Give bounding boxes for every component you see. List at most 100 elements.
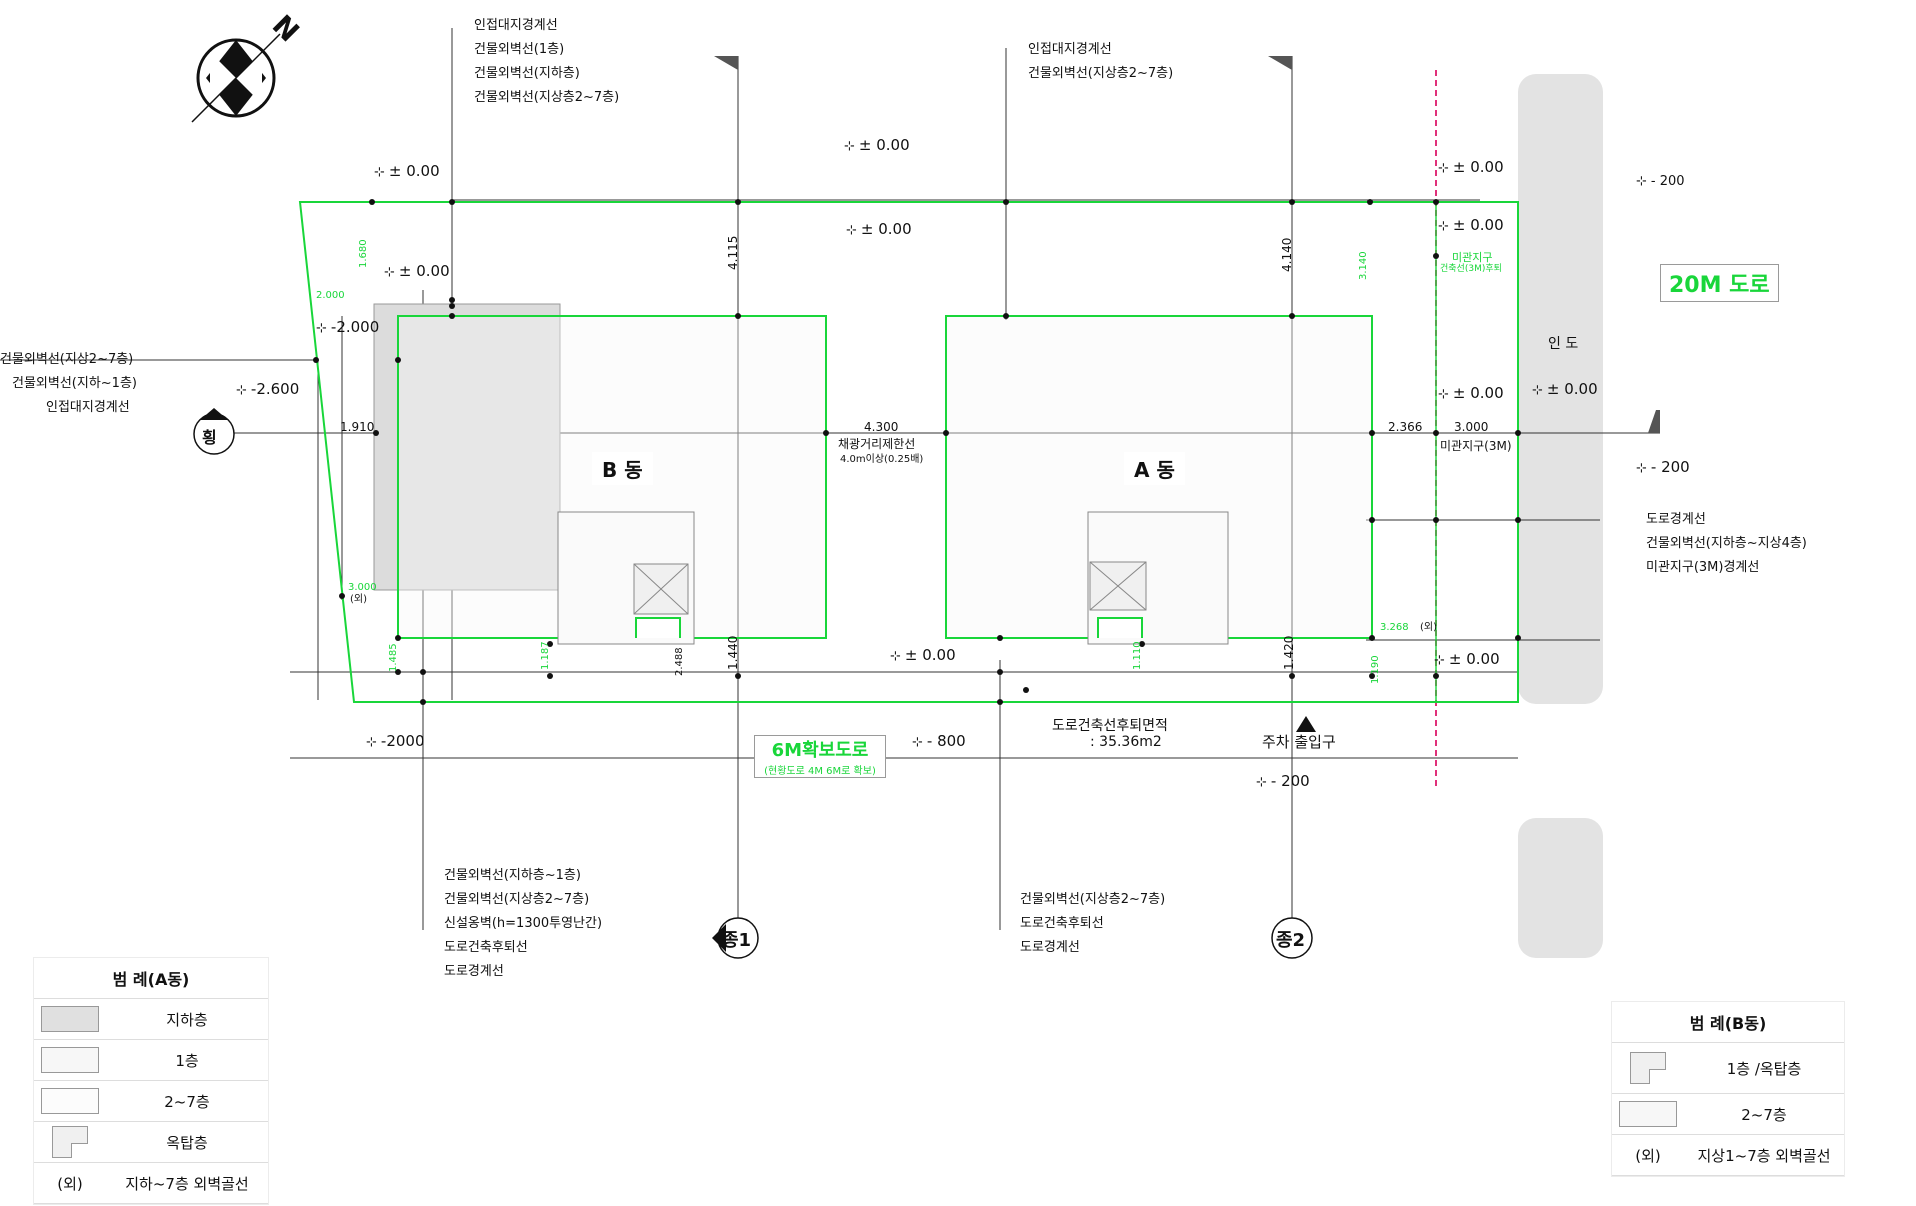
elevation-m2600: ⊹-2.600 <box>236 380 300 398</box>
building-b-notch <box>635 617 681 638</box>
legend-b-outline-key: (외) <box>1612 1134 1684 1176</box>
elevation-10: ⊹± 0.00 <box>1434 650 1500 668</box>
dim-green-bottom-right: 3.268 <box>1380 622 1409 633</box>
note-right-1: 도로경계선 <box>1646 512 1706 527</box>
elevation-m200a: ⊹- 200 <box>1636 174 1685 189</box>
dim-green-1485: 1.485 <box>388 643 399 672</box>
dim-4140: 4.140 <box>1280 237 1294 272</box>
elevation-m2000a: ⊹-2.000 <box>316 318 380 336</box>
road-6m-label: 6M확보도로 (현황도로 4M 6M로 확보) <box>754 735 886 778</box>
note-top-left-2: 건물외벽선(1층) <box>474 42 565 57</box>
swatch-upper-floors <box>41 1088 99 1114</box>
building-a-label: A 동 <box>1124 452 1185 485</box>
separation-line-sub: 4.0m이상(0.25배) <box>840 454 924 465</box>
note-bottom-center-2: 도로건축후퇴선 <box>1020 916 1104 931</box>
note-right-2: 건물외벽선(지하층~지상4층) <box>1646 536 1807 551</box>
note-bottom-center-1: 건물외벽선(지상층2~7층) <box>1020 892 1166 907</box>
legend-a-title: 범 례(A동) <box>34 958 268 999</box>
section-flag-2 <box>1268 56 1292 70</box>
elevation-5: ⊹± 0.00 <box>1438 158 1504 176</box>
dim-green-3140: 3.140 <box>1358 251 1369 280</box>
setback-area-title: 도로건축선후퇴면적 <box>1052 718 1168 734</box>
swatch-basement <box>41 1006 99 1032</box>
road-6m-sub: (현황도로 4M 6M로 확보) <box>764 766 876 777</box>
dim-3000: 3.000 <box>1454 420 1489 434</box>
note-left-2: 건물외벽선(지하~1층) <box>12 376 137 391</box>
note-left-1: 건물외벽선(지상2~7층) <box>0 352 134 367</box>
dim-4115: 4.115 <box>726 235 740 270</box>
survey-points <box>313 199 1521 705</box>
dim-green-1680: 1.680 <box>358 239 369 268</box>
section-marker-w <box>193 408 235 455</box>
dim-4300: 4.300 <box>864 420 899 434</box>
legend-a-outline-key: (외) <box>34 1162 106 1204</box>
swatch-penthouse <box>52 1126 88 1158</box>
building-b-basement <box>373 303 561 591</box>
legend-a: 범 례(A동) 지하층 1층 2~7층 옥탑층 (외)지하~7층 외벽골선 <box>34 958 268 1204</box>
road-20m-label: 20M 도로 <box>1660 264 1779 302</box>
legend-a-row-3: 2~7층 <box>106 1080 268 1122</box>
note-bottom-left-2: 건물외벽선(지상층2~7층) <box>444 892 590 907</box>
dim-green-1190: 1.190 <box>1370 655 1381 684</box>
north-arrow-icon <box>191 33 281 123</box>
setback-area-value: : 35.36m2 <box>1090 734 1162 750</box>
note-top-left-4: 건물외벽선(지상층2~7층) <box>474 90 620 105</box>
elevation-4: ⊹± 0.00 <box>846 220 912 238</box>
elevation-m200c: ⊹- 200 <box>1256 772 1310 790</box>
dim-1420: 1.420 <box>1282 635 1296 670</box>
legend-a-row-4: 옥탑층 <box>106 1121 268 1163</box>
dim-green-2000: 2.000 <box>316 290 345 301</box>
elevation-2: ⊹± 0.00 <box>384 262 450 280</box>
elevation-8: ⊹± 0.00 <box>1532 380 1598 398</box>
elevation-1: ⊹± 0.00 <box>374 162 440 180</box>
note-bottom-left-5: 도로경계선 <box>444 964 504 979</box>
elevation-6: ⊹± 0.00 <box>1438 216 1504 234</box>
elevation-m200b: ⊹- 200 <box>1636 458 1690 476</box>
elevation-7: ⊹± 0.00 <box>1438 384 1504 402</box>
dim-green-1110: 1.110 <box>1132 641 1143 670</box>
note-bottom-left-4: 도로건축후퇴선 <box>444 940 528 955</box>
outline-key-2: (외) <box>1420 622 1438 633</box>
section-marker-2 <box>1271 917 1313 959</box>
legend-a-row-1: 지하층 <box>106 998 268 1040</box>
elevation-9: ⊹± 0.00 <box>890 646 956 664</box>
building-b-label: B 동 <box>592 452 653 485</box>
note-top-center-1: 인접대지경계선 <box>1028 42 1112 57</box>
dim-2488: 2.488 <box>674 647 685 676</box>
sidewalk-label: 인 도 <box>1548 336 1579 352</box>
legend-a-outline-label: 지하~7층 외벽골선 <box>106 1162 268 1204</box>
road-6m-title: 6M확보도로 <box>771 740 869 761</box>
dim-1440: 1.440 <box>726 635 740 670</box>
legend-b: 범 례(B동) 1층 /옥탑층 2~7층 (외)지상1~7층 외벽골선 <box>1612 1002 1844 1176</box>
section-tag-w: 횡 <box>202 428 217 447</box>
swatch-b-first-penthouse <box>1630 1052 1666 1084</box>
dim-1910: 1.910 <box>340 420 375 434</box>
building-a-notch <box>1097 617 1143 638</box>
note-bottom-center-3: 도로경계선 <box>1020 940 1080 955</box>
dim-green-1187: 1.187 <box>540 641 551 670</box>
legend-b-row-1: 1층 /옥탑층 <box>1684 1042 1844 1094</box>
outline-key-1: (외) <box>350 594 368 605</box>
legend-b-outline-label: 지상1~7층 외벽골선 <box>1684 1134 1844 1176</box>
elevation-m800: ⊹- 800 <box>912 732 966 750</box>
note-left-3: 인접대지경계선 <box>46 400 130 415</box>
note-bottom-left-3: 신설옹벽(h=1300투영난간) <box>444 916 603 931</box>
note-top-left-1: 인접대지경계선 <box>474 18 558 33</box>
dim-green-3000: 3.000 <box>348 582 377 593</box>
aesthetic-zone-small-2: 건축선(3M)후퇴 <box>1440 264 1502 274</box>
swatch-first-floor <box>41 1047 99 1073</box>
section-marker-1 <box>712 917 759 959</box>
swatch-b-upper <box>1619 1101 1677 1127</box>
section-tag-1: 종1 <box>722 930 752 951</box>
site-boundary <box>298 201 1519 703</box>
reference-lines <box>0 28 1660 930</box>
note-top-center-2: 건물외벽선(지상층2~7층) <box>1028 66 1174 81</box>
parking-arrow-icon <box>1296 716 1316 732</box>
parking-entrance-label: 주차 출입구 <box>1262 733 1336 751</box>
road-strip <box>1518 74 1603 704</box>
elevation-m2000b: ⊹-2000 <box>366 732 425 750</box>
dim-2366: 2.366 <box>1388 420 1423 434</box>
legend-a-row-2: 1층 <box>106 1039 268 1081</box>
elevation-3: ⊹± 0.00 <box>844 136 910 154</box>
